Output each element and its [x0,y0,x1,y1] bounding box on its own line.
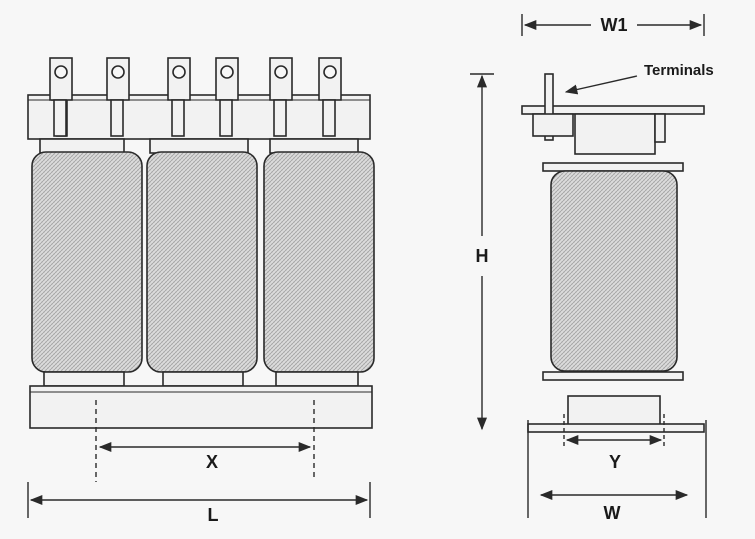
coil-neck-top-3 [269,138,359,154]
side-top-neck [574,113,656,155]
side-top-tab [654,113,666,143]
terminal-lug-1 [49,57,73,137]
side-coil [550,170,678,372]
terminal-lug-5 [269,57,293,137]
coil-2 [146,151,258,373]
side-base-flange [527,423,705,433]
terminals-leader-arrow [564,75,638,95]
side-dimensions [470,14,707,518]
w-label: W [604,503,621,523]
side-terminal-block [532,113,574,137]
coil-neck-top-1 [39,138,125,154]
terminals-label: Terminals [644,62,714,79]
coil-neck-bottom-2 [162,371,244,387]
w1-label: W1 [601,15,628,35]
coil-neck-bottom-3 [275,371,359,387]
h-label: H [476,246,489,266]
coil-neck-bottom-1 [43,371,125,387]
x-label: X [206,452,218,472]
terminal-lug-6 [318,57,342,137]
terminal-lug-3 [167,57,191,137]
y-label: Y [609,452,621,472]
coil-3 [263,151,375,373]
coil-1 [31,151,143,373]
front-view [27,57,375,429]
side-terminal-post [544,73,554,141]
l-label: L [208,505,219,525]
coil-neck-top-2 [149,138,249,154]
side-foot-block [567,395,661,427]
side-view [521,73,705,433]
terminal-bar [27,94,371,140]
front-dimensions [27,400,371,518]
side-top-plate [542,162,684,172]
base-frame [29,385,373,429]
side-bottom-plate [542,371,684,381]
terminal-lug-4 [215,57,239,137]
terminal-lug-2 [106,57,130,137]
